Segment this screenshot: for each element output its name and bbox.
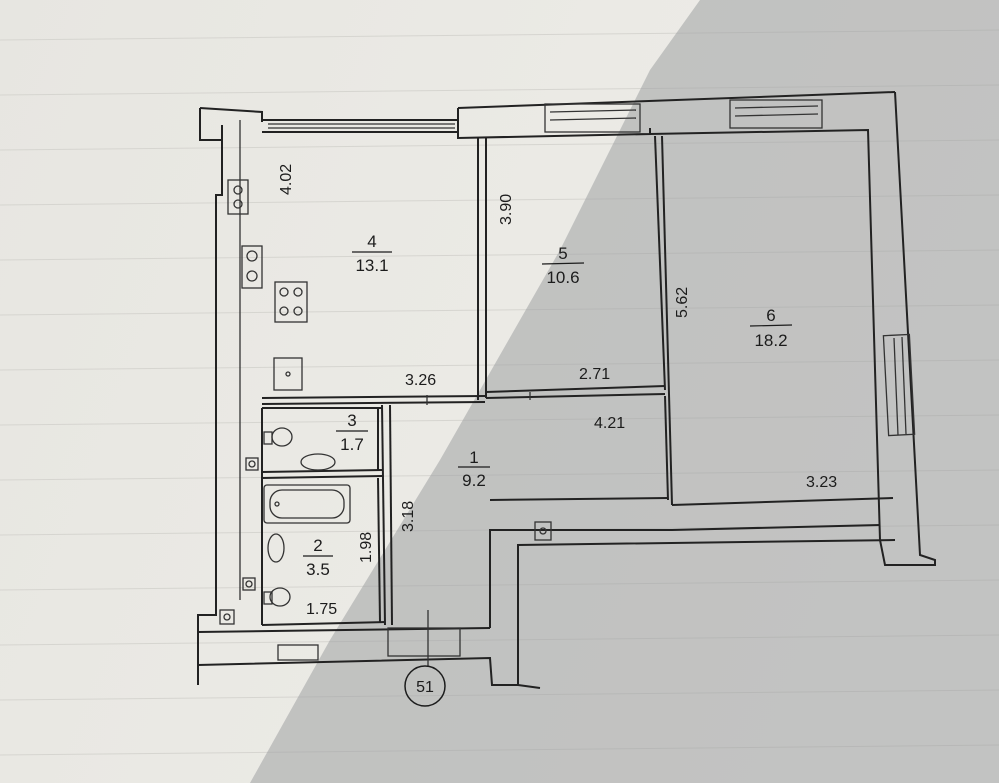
meter-box-icon [227, 179, 249, 215]
dim-room4-width: 3.26 [405, 372, 436, 389]
room-3-label: 3 1.7 [336, 411, 368, 454]
stove-icon [274, 281, 308, 323]
room-5-number: 5 [558, 244, 567, 263]
dim-room4-height: 4.02 [278, 164, 295, 195]
room-6-area: 18.2 [754, 331, 787, 350]
fixtures [219, 179, 552, 625]
dim-room1-width: 4.21 [594, 415, 625, 432]
washbasin-2-icon [267, 533, 285, 563]
room-5-area: 10.6 [546, 268, 579, 287]
dim-room5-width: 2.71 [579, 366, 610, 383]
axis-marker: 51 [404, 660, 446, 707]
photo-shadow [250, 0, 999, 783]
room-4-label: 4 13.1 [352, 232, 392, 275]
room-1-area: 9.2 [462, 471, 486, 490]
window-right [882, 333, 916, 437]
room-6-label: 6 18.2 [749, 306, 793, 350]
dim-room2-height: 1.98 [358, 532, 375, 563]
dim-room6-height: 5.62 [674, 287, 691, 318]
kitchen-sink-icon [273, 357, 303, 391]
room-6-number: 6 [766, 306, 775, 325]
room-5-label: 5 10.6 [541, 244, 585, 287]
room-3-number: 3 [347, 411, 356, 430]
room-1-label: 1 9.2 [458, 448, 490, 490]
axis-marker-label: 51 [416, 679, 434, 696]
room-2-number: 2 [313, 536, 322, 555]
dim-room2-width: 1.75 [306, 601, 337, 618]
toilet-2-icon [269, 587, 291, 607]
room-2-label: 2 3.5 [303, 536, 333, 579]
boiler-icon [241, 245, 263, 289]
dim-room1-height: 3.18 [400, 501, 417, 532]
room-4-area: 13.1 [355, 256, 388, 275]
interior-walls [261, 135, 894, 660]
room-1-number: 1 [469, 448, 478, 467]
washbasin-icon [300, 453, 336, 471]
dim-room5-height: 3.90 [498, 194, 515, 225]
dim-room6-width: 3.23 [806, 474, 837, 491]
bathtub-icon [263, 484, 351, 524]
shaft-icon [534, 521, 552, 541]
dimension-labels: 4.02 3.26 3.90 2.71 5.62 3.23 4.21 3.18 … [278, 164, 837, 618]
room-3-area: 1.7 [340, 435, 364, 454]
window-top-right [544, 99, 823, 133]
room-4-number: 4 [367, 232, 376, 251]
room-2-area: 3.5 [306, 560, 330, 579]
